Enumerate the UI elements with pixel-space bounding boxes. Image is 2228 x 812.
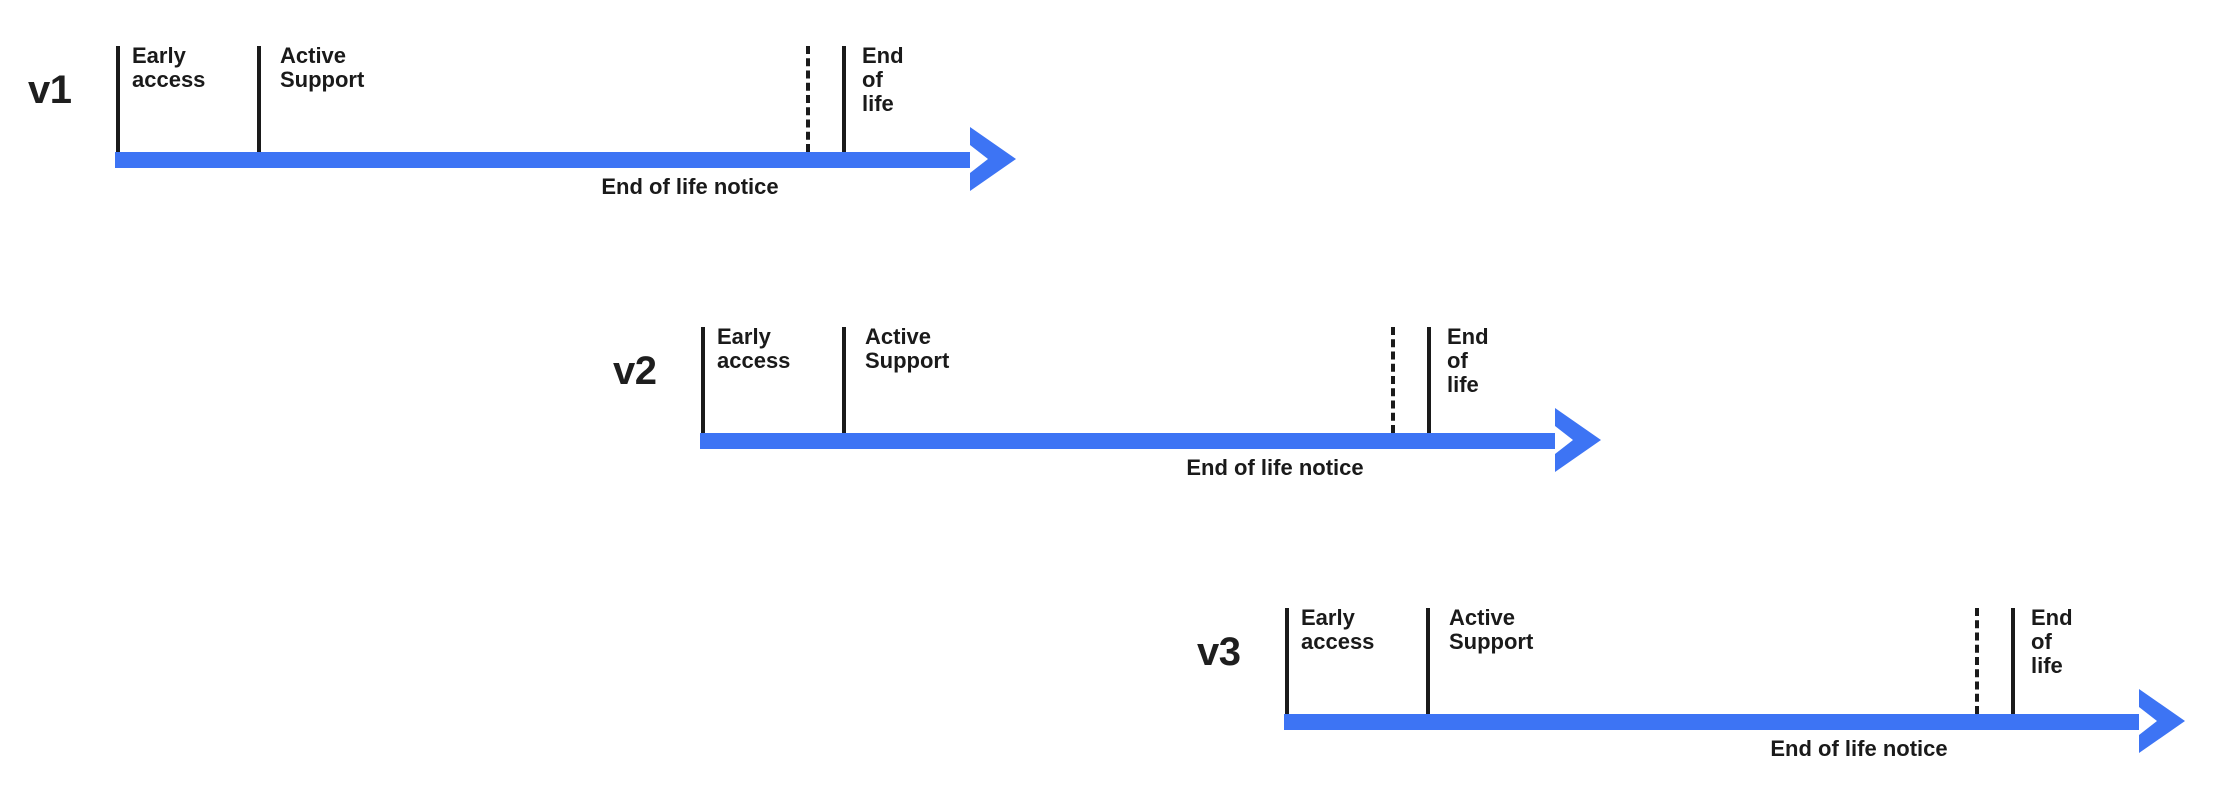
phase-label-active-support: Active Support — [1449, 605, 1534, 654]
version-label-v2: v2 — [613, 349, 657, 393]
timeline-bar — [1284, 714, 2139, 730]
phase-label-end-of-life: End of life — [862, 43, 904, 116]
phase-divider — [842, 46, 846, 152]
phase-divider — [1427, 327, 1431, 433]
end-of-life-notice-label: End of life notice — [1770, 736, 1948, 761]
phase-divider — [701, 327, 705, 433]
phase-divider — [257, 46, 261, 152]
phase-divider — [1426, 608, 1430, 714]
phase-label-end-of-life: End of life — [2031, 605, 2073, 678]
timeline-bar — [700, 433, 1555, 449]
phase-divider — [116, 46, 120, 152]
version-label-v3: v3 — [1197, 630, 1241, 674]
end-of-life-notice-label: End of life notice — [601, 174, 779, 199]
phase-label-early-access: Early access — [717, 324, 791, 373]
phase-label-active-support: Active Support — [865, 324, 950, 373]
phase-divider-dashed — [1391, 327, 1395, 433]
version-label-v1: v1 — [28, 68, 72, 112]
phase-label-active-support: Active Support — [280, 43, 365, 92]
end-of-life-notice-label: End of life notice — [1186, 455, 1364, 480]
phase-label-early-access: Early access — [1301, 605, 1375, 654]
phase-divider-dashed — [806, 46, 810, 152]
phase-label-end-of-life: End of life — [1447, 324, 1489, 397]
phase-divider-dashed — [1975, 608, 1979, 714]
phase-label-early-access: Early access — [132, 43, 206, 92]
phase-divider — [842, 327, 846, 433]
timeline-bar — [115, 152, 970, 168]
phase-divider — [2011, 608, 2015, 714]
phase-divider — [1285, 608, 1289, 714]
